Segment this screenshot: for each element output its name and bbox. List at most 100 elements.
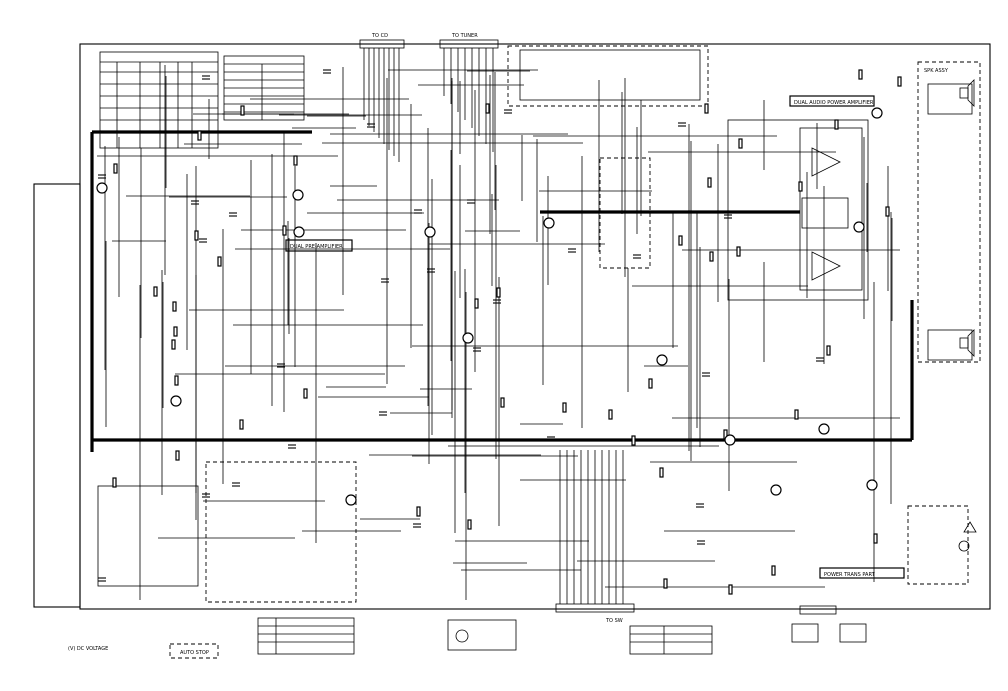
resistor [858,69,863,80]
capacitor [202,493,210,498]
transistor [543,217,555,229]
resistor [474,298,479,309]
resistor [175,450,180,461]
legend: (V) DC VOLTAGE AUTO STOP [68,643,219,659]
capacitor [493,299,501,304]
capacitor [191,200,199,205]
transistor [656,354,668,366]
capacitor [323,69,331,74]
resistor [707,177,712,188]
resistor [834,119,839,130]
capacitor [202,75,210,80]
capacitor [568,248,576,253]
resistor [496,287,501,298]
resistor [500,397,505,408]
resistor [709,251,714,262]
capacitor [633,254,641,259]
resistor [736,246,741,257]
resistor [293,155,298,166]
resistor [771,565,776,576]
resistor [485,103,490,114]
capacitor [816,357,824,362]
to-cd-label: TO CD [371,33,388,39]
capacitor [473,347,481,352]
capacitor [467,199,475,204]
pre-amp-label: DUAL PRE-AMPLIFIER [290,244,343,250]
legend-auto-stop: AUTO STOP [180,650,209,656]
capacitor [413,523,421,528]
resistor [826,345,831,356]
to-tuner-label: TO TUNER [451,33,478,39]
capacitor [277,363,285,368]
resistor [794,409,799,420]
capacitor [427,268,435,273]
resistor [172,301,177,312]
to-cd-connector: TO CD [359,33,405,49]
resistor [798,181,803,192]
resistor [416,506,421,517]
resistor [239,419,244,430]
resistor [153,286,158,297]
outer-frame [33,43,991,610]
capacitor [229,212,237,217]
resistor [173,326,178,337]
resistor [303,388,308,399]
capacitor [367,123,375,128]
legend-dc-voltage: (V) DC VOLTAGE [68,646,108,652]
transistor [724,434,736,446]
resistor [897,76,902,87]
transistor [866,479,878,491]
capacitor [98,577,106,582]
resistor [562,402,567,413]
transistor [424,226,436,238]
resistor [113,163,118,174]
to-tuner-connector: TO TUNER [439,33,499,49]
capacitor [288,444,296,449]
transistor [170,395,182,407]
power-amp-label: DUAL AUDIO POWER AMPLIFIER [794,100,874,106]
capacitor [678,122,686,127]
resistor [608,409,613,420]
bottom-function-table [257,617,713,655]
capacitor [724,214,732,219]
transistor [96,182,108,194]
capacitor [379,411,387,416]
resistor [704,103,709,114]
capacitor [199,238,207,243]
capacitor [414,209,422,214]
resistor [240,105,245,116]
lower-left-dashed-block [97,461,357,603]
resistor [873,533,878,544]
spk-assy-label: SPK ASSY [924,68,949,74]
transistor [853,221,865,233]
resistor [194,230,199,241]
bottom-connectors: TO SW [447,603,867,651]
speaker-assy: SPK ASSY [917,61,981,363]
transistor [293,226,305,238]
resistor [174,375,179,386]
power-trans-block: POWER TRANS PART [819,505,977,585]
resistor [171,339,176,350]
capacitor [504,109,512,114]
capacitor [98,174,106,179]
resistor [728,584,733,595]
capacitor [381,278,389,283]
resistor [678,235,683,246]
resistor [631,435,636,446]
resistor [112,477,117,488]
resistor [217,256,222,267]
power-amp-block: DUAL AUDIO POWER AMPLIFIER [727,95,875,301]
capacitor [696,503,704,508]
transistor [818,423,830,435]
capacitor [697,540,705,545]
transistor [462,332,474,344]
resistor [663,578,668,589]
to-sw-label: TO SW [605,618,623,624]
power-trans-label: POWER TRANS PART [824,572,876,578]
transistor [871,107,883,119]
resistor [197,130,202,141]
resistor [648,378,653,389]
components [96,69,902,595]
